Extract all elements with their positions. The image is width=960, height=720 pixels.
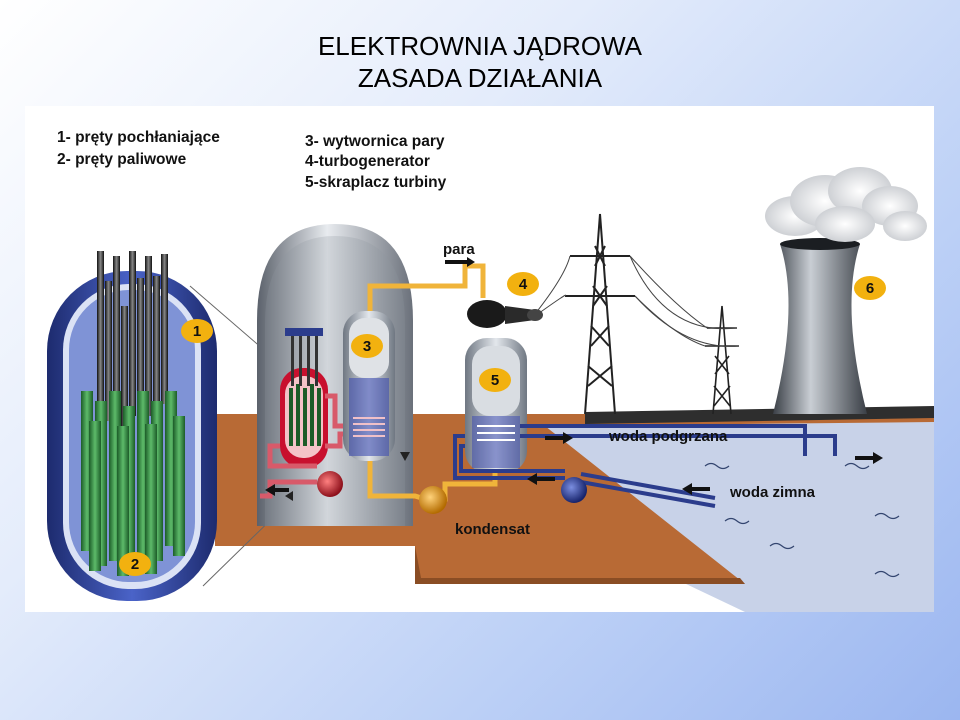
marker-1: 1 [181,319,213,343]
steam-pipe [367,263,486,311]
ground-dark-edge [415,546,745,584]
svg-text:6: 6 [866,280,874,297]
legend-item-4: 4-turbogenerator [305,153,430,170]
label-condensate: kondensat [455,521,530,538]
label-cold-water: woda zimna [729,484,816,501]
reactor-core [280,328,328,468]
primary-pump [317,471,343,497]
svg-text:5: 5 [491,372,499,389]
steam-generator [343,311,395,461]
cooling-water-loops [453,424,837,508]
primary-flow-arrow [285,491,293,501]
marker-3: 3 [351,334,383,358]
svg-text:4: 4 [519,276,528,293]
feedwater-arrow [400,452,410,461]
transmission-tower-small [705,305,739,415]
slide-title: ELEKTROWNIA JĄDROWA ZASADA DZIAŁANIA [0,30,960,94]
cooling-pump [561,477,587,503]
cooling-tower [773,238,867,414]
svg-text:2: 2 [131,556,139,573]
marker-6: 6 [854,276,886,300]
title-line-2: ZASADA DZIAŁANIA [357,63,603,93]
svg-text:1: 1 [193,323,201,340]
label-heated-water: woda podgrzana [608,428,728,445]
fuel-rods [81,391,185,576]
diagram-canvas: 1 2 3 4 5 6 1- pręty pochłaniające 2- pr… [47,129,934,612]
water-ripples [704,462,900,578]
feedwater-pump [419,486,447,514]
power-lines [534,255,740,347]
title-line-1: ELEKTROWNIA JĄDROWA [317,31,643,61]
turbogenerator [467,300,543,328]
legend-item-3: 3- wytwornica pary [305,133,445,150]
steam-arrow [445,257,475,267]
svg-text:3: 3 [363,338,371,355]
transmission-tower-large [565,213,635,415]
marker-5: 5 [479,368,511,392]
steam-plume [765,167,927,242]
legend-item-2: 2- pręty paliwowe [57,151,187,168]
label-steam: para [443,241,475,258]
power-plant-diagram: 1 2 3 4 5 6 1- pręty pochłaniające 2- pr… [25,106,934,612]
turbine-condenser [465,338,527,473]
cooling-flow-arrows [265,432,883,496]
marker-4: 4 [507,272,539,296]
blank-label-box [210,586,360,606]
legend-item-5: 5-skraplacz turbiny [305,174,447,191]
control-rods [97,251,168,426]
legend-item-1: 1- pręty pochłaniające [57,129,220,146]
marker-2: 2 [119,552,151,576]
